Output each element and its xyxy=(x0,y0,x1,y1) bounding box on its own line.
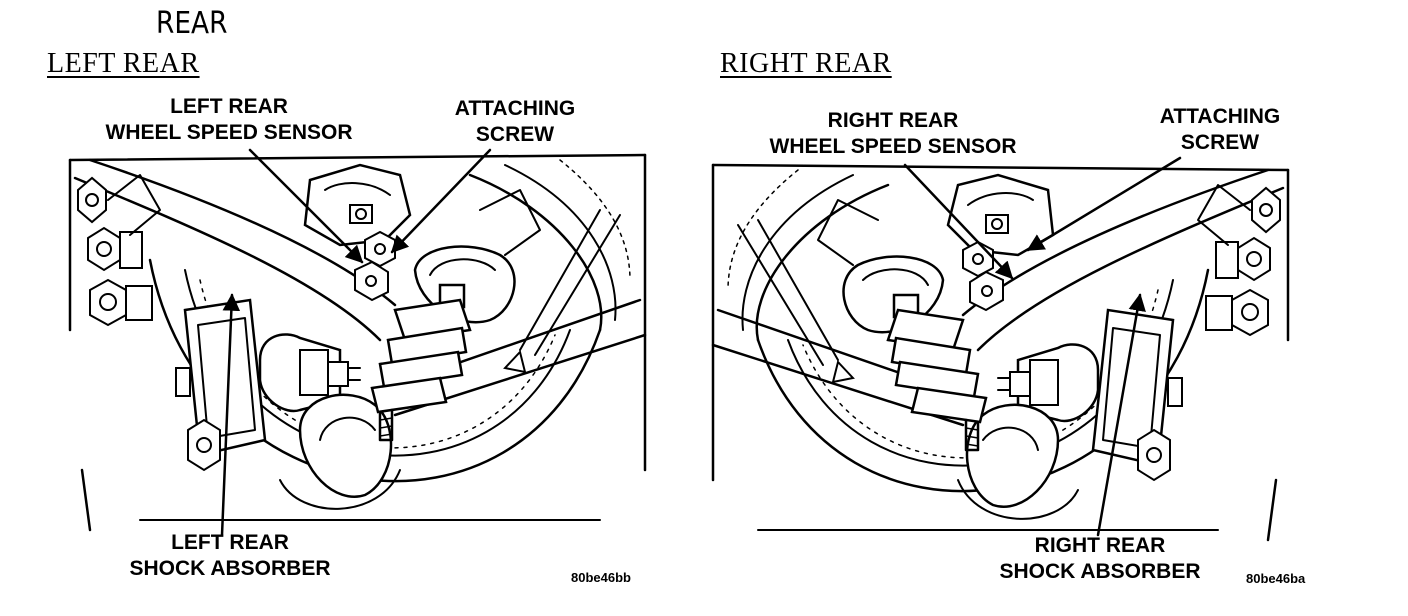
right-screw-label: ATTACHING SCREW xyxy=(1125,104,1315,156)
right-shock-label-line2: SHOCK ABSORBER xyxy=(999,560,1201,583)
right-figure-heading: RIGHT REAR xyxy=(720,48,892,79)
left-shock-label-line2: SHOCK ABSORBER xyxy=(129,557,331,580)
left-shock-label-line1: LEFT REAR xyxy=(171,531,289,554)
right-rear-assembly-drawing xyxy=(711,163,1290,542)
right-shock-label-line1: RIGHT REAR xyxy=(1034,534,1166,557)
left-screw-leader xyxy=(390,148,492,254)
left-shock-leader xyxy=(220,293,241,537)
right-sensor-label-line2: WHEEL SPEED SENSOR xyxy=(769,135,1017,158)
left-sensor-label: LEFT REAR WHEEL SPEED SENSOR xyxy=(84,94,374,146)
left-screw-label: ATTACHING SCREW xyxy=(420,96,610,148)
left-screw-label-line1: ATTACHING xyxy=(454,97,576,120)
left-sensor-leader xyxy=(248,148,364,264)
left-rear-assembly-drawing xyxy=(68,153,647,532)
right-shock-leader xyxy=(1096,293,1146,537)
right-screw-leader xyxy=(1026,156,1182,252)
page-title: REAR xyxy=(156,6,228,41)
right-sensor-label-line1: RIGHT REAR xyxy=(827,109,959,132)
right-screw-label-line1: ATTACHING xyxy=(1159,105,1281,128)
right-screw-label-line2: SCREW xyxy=(1180,131,1260,154)
left-figure-heading: LEFT REAR xyxy=(47,48,200,79)
left-screw-label-line2: SCREW xyxy=(475,123,555,146)
left-figure-code: 80be46bb xyxy=(571,570,631,585)
left-callout-leaders xyxy=(220,148,492,537)
right-shock-label: RIGHT REAR SHOCK ABSORBER xyxy=(970,533,1230,585)
right-callout-leaders xyxy=(903,156,1182,537)
left-sensor-label-line1: LEFT REAR xyxy=(170,95,288,118)
right-sensor-label: RIGHT REAR WHEEL SPEED SENSOR xyxy=(748,108,1038,160)
left-shock-label: LEFT REAR SHOCK ABSORBER xyxy=(100,530,360,582)
left-sensor-label-line2: WHEEL SPEED SENSOR xyxy=(105,121,353,144)
right-figure-code: 80be46ba xyxy=(1246,571,1306,586)
right-sensor-leader xyxy=(903,163,1014,280)
